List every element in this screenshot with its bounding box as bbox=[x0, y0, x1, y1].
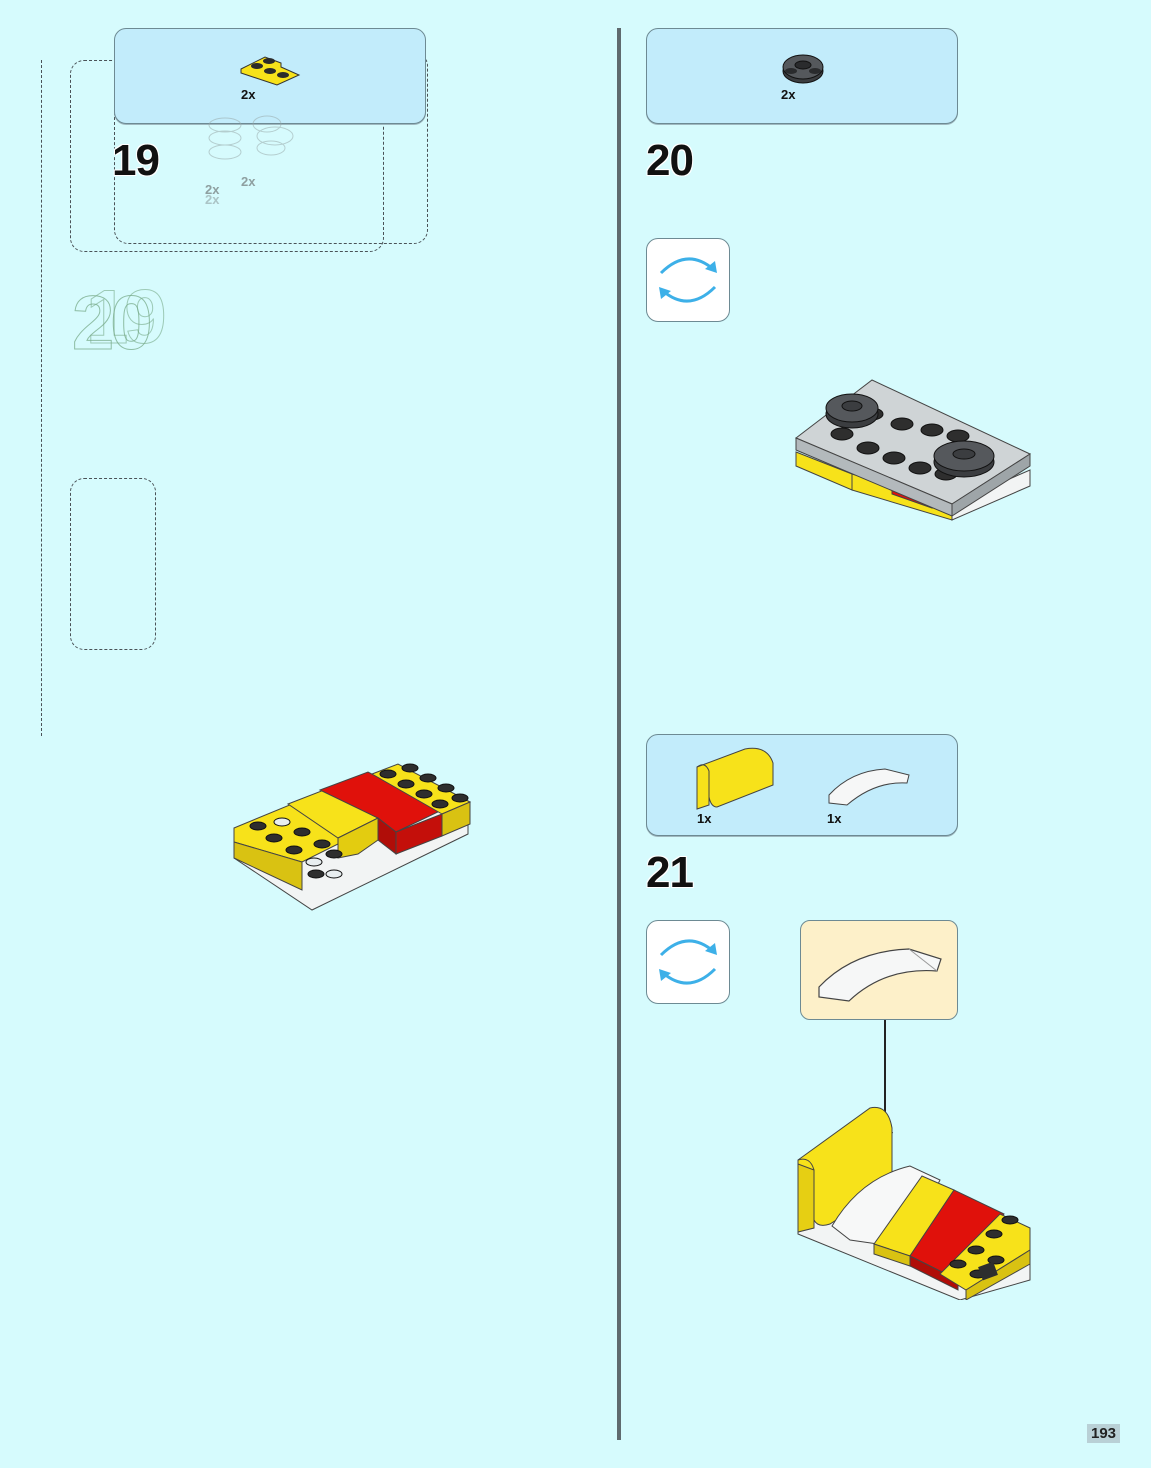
step-number-21: 21 bbox=[646, 848, 694, 897]
yellow-corner-plate-part-icon bbox=[240, 56, 301, 86]
part-qty: 2x bbox=[241, 87, 256, 102]
ghost-step-number-a: 20 bbox=[72, 281, 154, 367]
step-number-19: 19 bbox=[112, 136, 160, 185]
rotate-model-icon bbox=[659, 257, 717, 303]
ghost-qty-b: 2x bbox=[241, 174, 256, 189]
yellow-curved-slope-part-icon bbox=[696, 747, 774, 810]
ghost-qty-c: 2x bbox=[205, 192, 220, 207]
parts-list-step-19: 2x bbox=[114, 28, 426, 124]
parts-list-step-20: 2x bbox=[646, 28, 958, 124]
rotate-model-indicator-step-20 bbox=[646, 238, 730, 322]
step-21-model-illustration bbox=[797, 1106, 1031, 1300]
dark-grey-round-plate-part-icon bbox=[782, 54, 824, 84]
rotate-model-icon bbox=[659, 939, 717, 985]
white-curved-tile-part-icon bbox=[828, 768, 910, 806]
step-19-model-illustration bbox=[233, 763, 472, 911]
part-qty: 1x bbox=[697, 811, 712, 826]
white-curved-tile-callout-icon bbox=[818, 948, 942, 1002]
step-20-model-illustration bbox=[795, 379, 1032, 521]
ghost-qty-a: 2x bbox=[205, 182, 220, 197]
sub-assembly-callout bbox=[800, 920, 958, 1020]
part-qty: 1x bbox=[827, 811, 842, 826]
page-number: 193 bbox=[1087, 1424, 1121, 1443]
parts-list-step-21: 1x 1x bbox=[646, 734, 958, 836]
column-divider bbox=[617, 28, 621, 1440]
ghost-parts-sketch: 2x 2x 2x bbox=[205, 110, 305, 207]
part-qty: 2x bbox=[781, 87, 796, 102]
ghost-step-number-b: 19 bbox=[86, 275, 168, 361]
ghost-parts-icon bbox=[208, 115, 294, 160]
step-number-20: 20 bbox=[646, 136, 694, 185]
ghost-vertical-dashline bbox=[41, 60, 42, 736]
ghost-rotate-frame bbox=[70, 478, 156, 650]
rotate-model-indicator-step-21 bbox=[646, 920, 730, 1004]
